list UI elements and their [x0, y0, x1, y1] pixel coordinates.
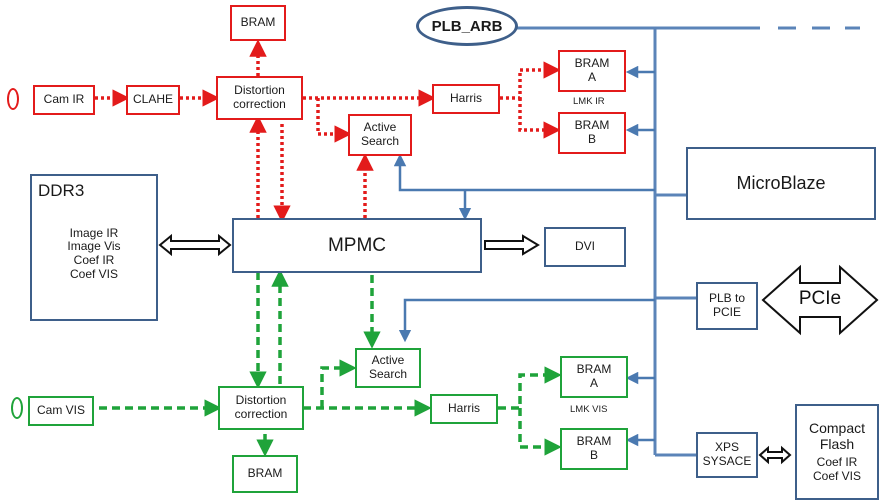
bus-taps: [393, 65, 655, 447]
ir-bram-a-line-2: A: [587, 70, 596, 84]
sysace-cf-link: [758, 445, 792, 465]
vis-active-search-line-1: Active: [371, 353, 405, 368]
mpmc-dvi-link: [484, 234, 540, 256]
ddr3-memory: DDR3 Image IR Image Vis Coef IR Coef VIS: [30, 174, 158, 321]
vis-bram-bottom: BRAM: [232, 455, 298, 493]
ir-arrows: [95, 39, 561, 223]
xps-sysace: XPS SYSACE: [696, 432, 758, 478]
ir-bram-a-line-1: BRAM: [574, 56, 610, 71]
mpmc-label: MPMC: [327, 234, 387, 256]
vis-active-search-line-2: Search: [368, 367, 408, 381]
plb-pcie-line-1: PLB to: [708, 291, 746, 306]
dvi-label: DVI: [574, 239, 595, 254]
vis-bram-a-line-2: A: [589, 376, 598, 390]
vis-camera-lens-icon: [11, 397, 23, 419]
mpmc-controller: MPMC: [232, 218, 482, 273]
vis-harris: Harris: [430, 394, 498, 424]
compact-flash-coef-vis: Coef VIS: [812, 469, 862, 484]
ddr3-mpmc-link: [158, 233, 232, 257]
plb-to-pcie-bridge: PLB to PCIE: [696, 282, 758, 330]
vis-bram-b: BRAM B: [560, 428, 628, 470]
vis-lmk-label: LMK VIS: [570, 404, 608, 415]
plb-arb-node: PLB_ARB: [416, 6, 518, 46]
dvi-output: DVI: [544, 227, 626, 267]
microblaze-processor: MicroBlaze: [686, 147, 876, 220]
ir-camera: Cam IR: [33, 85, 95, 115]
ir-bram-top-label: BRAM: [240, 15, 276, 30]
vis-harris-label: Harris: [448, 401, 480, 416]
sysace-line-2: SYSACE: [702, 454, 752, 468]
ir-bram-b: BRAM B: [558, 112, 626, 154]
ir-active-search: Active Search: [348, 114, 412, 156]
ir-active-search-line-1: Active: [363, 120, 397, 135]
vis-distortion-correction: Distortion correction: [218, 386, 304, 430]
ir-bram-top: BRAM: [230, 5, 286, 41]
ir-distortion-correction: Distortion correction: [216, 76, 303, 120]
ddr3-line-1: Image IR: [69, 225, 119, 240]
vis-bram-bottom-label: BRAM: [247, 466, 283, 481]
pcie-label: PCIe: [798, 288, 842, 309]
ir-lmk-label: LMK IR: [573, 96, 605, 107]
ir-bram-a: BRAM A: [558, 50, 626, 92]
plb-arb-label: PLB_ARB: [431, 17, 503, 35]
ir-bram-b-line-1: BRAM: [574, 118, 610, 133]
vis-bram-a: BRAM A: [560, 356, 628, 398]
pcie-link: [761, 264, 879, 336]
vis-arrows: [60, 269, 562, 457]
vis-distortion-line-2: correction: [234, 407, 288, 421]
ddr3-title: DDR3: [38, 181, 85, 200]
ddr3-line-3: Coef IR: [73, 253, 115, 268]
compact-flash-coef-ir: Coef IR: [816, 455, 858, 470]
ir-camera-label: Cam IR: [43, 92, 85, 107]
ir-clahe: CLAHE: [126, 85, 180, 115]
ir-distortion-line-2: correction: [233, 97, 286, 111]
plb-pcie-line-2: PCIE: [712, 305, 741, 319]
compact-flash-line-2: Flash: [819, 436, 855, 453]
ddr3-line-2: Image Vis: [67, 239, 121, 254]
vis-camera-label: Cam VIS: [36, 403, 85, 418]
microblaze-label: MicroBlaze: [736, 173, 826, 194]
ir-camera-lens-icon: [7, 88, 19, 110]
vis-distortion-line-1: Distortion: [235, 393, 287, 408]
compact-flash-line-1: Compact: [808, 420, 866, 437]
sysace-line-1: XPS: [714, 440, 739, 455]
ir-bram-b-line-2: B: [587, 132, 596, 146]
vis-bram-a-line-1: BRAM: [576, 362, 612, 377]
ddr3-line-4: Coef VIS: [69, 266, 119, 281]
compact-flash: Compact Flash Coef IR Coef VIS: [795, 404, 879, 500]
ir-distortion-line-1: Distortion: [234, 83, 285, 98]
ir-harris-label: Harris: [450, 91, 482, 106]
plb-bus: [515, 26, 860, 457]
ir-clahe-label: CLAHE: [132, 92, 173, 107]
hollow-arrows: [158, 233, 879, 465]
vis-camera: Cam VIS: [28, 396, 94, 426]
vis-bram-b-line-2: B: [589, 448, 598, 462]
ir-active-search-line-2: Search: [360, 134, 400, 148]
vis-active-search: Active Search: [355, 348, 421, 388]
vis-bram-b-line-1: BRAM: [576, 434, 612, 449]
ir-harris: Harris: [432, 84, 500, 114]
